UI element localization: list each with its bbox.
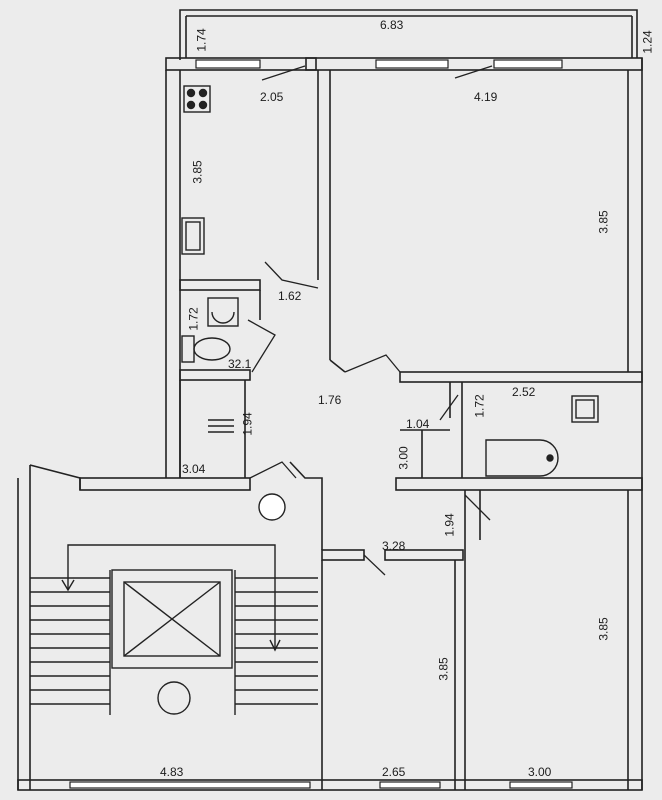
dim-room2-length: 3.85 — [436, 657, 451, 681]
dim-hall-length: 3.28 — [382, 539, 406, 553]
dim-kitchen-length: 3.85 — [190, 160, 205, 184]
room2-top-wall — [384, 549, 464, 561]
dim-balcony-width: 6.83 — [380, 18, 404, 32]
wc-basin-icon — [207, 297, 239, 327]
door-room1 — [344, 354, 401, 373]
window-kitchen — [195, 59, 261, 69]
room1-bottom-wall-a — [329, 359, 346, 373]
dim-room1-width: 4.19 — [474, 90, 498, 104]
radiator-icon — [208, 419, 234, 433]
bath-sink-icon — [571, 395, 599, 423]
kitchen-wc-partition — [179, 279, 261, 291]
door-room2 — [363, 554, 386, 576]
bottom-wall — [17, 779, 643, 791]
window-stair — [69, 781, 311, 789]
dim-bath-length: 1.72 — [472, 394, 487, 418]
dim-room3-length: 3.85 — [596, 617, 611, 641]
stair-left-wall — [17, 464, 81, 790]
dim-stair-width: 4.83 — [160, 765, 184, 779]
dim-bath-width: 2.52 — [512, 385, 536, 399]
dim-niche-width: 1.04 — [406, 417, 430, 431]
dim-wc-length: 1.72 — [186, 307, 201, 331]
window-room3 — [509, 781, 573, 789]
dim-balcony-depth-right: 1.24 — [640, 30, 655, 54]
dim-room2-width: 2.65 — [382, 765, 406, 779]
balcony-outline — [179, 9, 638, 60]
stairwell — [30, 544, 318, 715]
door-balcony-kitchen — [261, 65, 306, 81]
window-room1-a — [375, 59, 449, 69]
door-bath — [439, 394, 459, 421]
stair-top-wall — [79, 477, 251, 491]
door-kitchen — [264, 261, 319, 289]
room1-bottom-wall — [399, 371, 643, 383]
door-wc — [247, 319, 276, 373]
stove-icon — [183, 85, 211, 113]
dim-room3-width: 3.00 — [528, 765, 552, 779]
bathtub-icon — [485, 439, 559, 477]
dim-closet-height: 3.00 — [396, 446, 411, 470]
dim-kitchen-width: 2.05 — [260, 90, 284, 104]
door-stair — [249, 461, 297, 479]
dim-corridor-width: 3.04 — [182, 462, 206, 476]
top-wall-right — [305, 57, 643, 71]
dim-room1-length: 3.85 — [596, 210, 611, 234]
window-room2 — [379, 781, 441, 789]
dim-corridor-length: 1.94 — [240, 412, 255, 436]
bath-bottom-wall — [395, 477, 643, 491]
window-room1-b — [493, 59, 563, 69]
stair-right-wall — [289, 461, 323, 550]
light-fixture-icon — [258, 493, 286, 521]
top-wall-left — [165, 57, 317, 71]
toilet-icon — [181, 335, 231, 363]
door-room3 — [464, 494, 491, 521]
wc-bottom-wall — [179, 369, 251, 381]
dim-balcony-depth-left: 1.74 — [194, 28, 209, 52]
dim-hall-width: 1.76 — [318, 393, 342, 407]
rooms-partition-top — [321, 549, 365, 561]
kitchen-sink-icon — [181, 217, 205, 255]
dim-kitchen-door: 1.62 — [278, 289, 302, 303]
dim-wc-label: 32.1 — [228, 357, 252, 371]
dim-hall-depth: 1.94 — [442, 513, 457, 537]
door-balcony-room — [454, 65, 493, 79]
